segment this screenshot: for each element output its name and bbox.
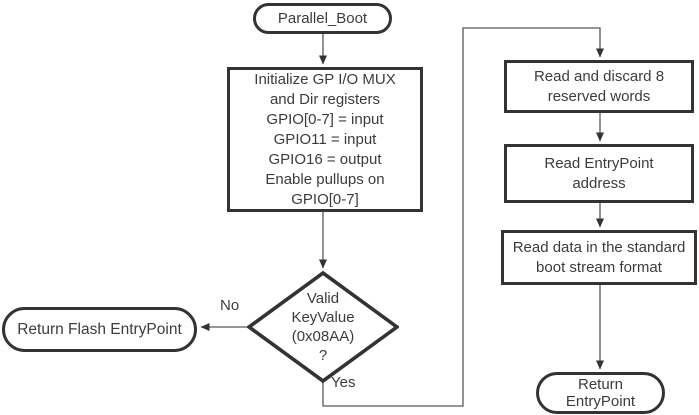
edge-yes-to-read-discard <box>322 27 604 407</box>
init-line: and Dir registers <box>269 90 381 108</box>
flowchart-node-read-entrypoint-address: Read EntryPoint address <box>504 144 694 203</box>
flowchart-node-return-entrypoint: Return EntryPoint <box>536 372 665 414</box>
edge-label-no: No <box>220 297 240 314</box>
decision-text: Valid KeyValue (0x08AA) ? <box>291 290 355 364</box>
decision-diamond-shape <box>247 271 399 383</box>
start-label: Parallel_Boot <box>277 9 368 27</box>
flowchart-node-valid-keyvalue: Valid KeyValue (0x08AA) ? <box>247 271 399 383</box>
flowchart-node-return-flash-entrypoint: Return Flash EntryPoint <box>2 307 197 352</box>
return-flash-label: Return Flash EntryPoint <box>17 320 182 338</box>
init-line: Initialize GP I/O MUX <box>254 70 396 88</box>
edge-label-yes: Yes <box>331 374 356 391</box>
init-line: GPIO11 = input <box>273 130 377 148</box>
flowchart-node-read-discard: Read and discard 8 reserved words <box>504 60 694 113</box>
init-line: GPIO[0-7] = input <box>266 110 384 128</box>
flowchart-node-init-gpio: Initialize GP I/O MUX and Dir registers … <box>227 67 423 212</box>
flowchart-node-read-boot-stream: Read data in the standard boot stream fo… <box>501 230 697 285</box>
flowchart-node-start: Parallel_Boot <box>253 3 392 34</box>
init-line: GPIO16 = output <box>268 150 382 168</box>
init-line: GPIO[0-7] <box>291 190 359 208</box>
init-line: Enable pullups on <box>265 170 385 188</box>
